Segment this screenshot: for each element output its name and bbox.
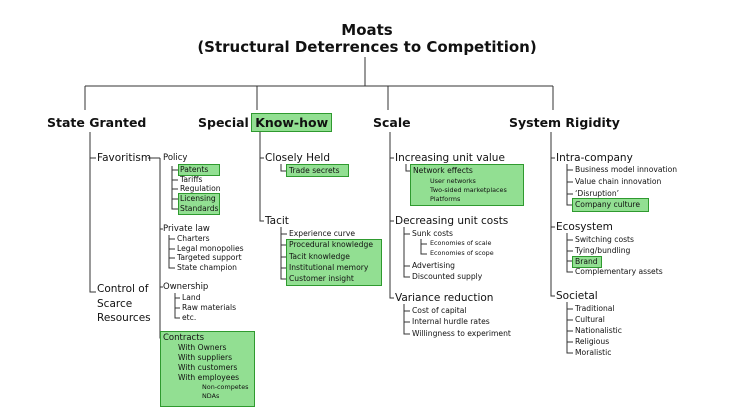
node-increasing-unit-value: Increasing unit value bbox=[395, 152, 505, 164]
node-targeted-support: Targeted support bbox=[177, 253, 242, 262]
highlight-tacit-items bbox=[286, 239, 382, 286]
node-legal-monopolies: Legal monopolies bbox=[177, 244, 244, 253]
node-ownership: Ownership bbox=[163, 282, 209, 292]
node-contracts: Contracts bbox=[163, 333, 204, 343]
node-intra-company: Intra-company bbox=[556, 152, 633, 164]
node-network-effects: Network effects bbox=[413, 166, 473, 175]
control-line-1: Control of bbox=[97, 283, 149, 295]
node-state-champion: State champion bbox=[177, 263, 237, 272]
node-value-chain-innovation: Value chain innovation bbox=[575, 177, 662, 186]
node-raw-materials: Raw materials bbox=[182, 303, 237, 312]
node-patents: Patents bbox=[180, 165, 209, 174]
header-knowhow-highlight: Know-how bbox=[251, 113, 333, 132]
node-internal-hurdle-rates: Internal hurdle rates bbox=[412, 317, 490, 326]
diagram-subtitle: (Structural Deterrences to Competition) bbox=[197, 38, 537, 56]
node-procedural-knowledge: Procedural knowledge bbox=[289, 240, 373, 249]
node-ecosystem: Ecosystem bbox=[556, 221, 613, 233]
node-tacit-knowledge: Tacit knowledge bbox=[289, 252, 350, 261]
header-special-knowhow: Special Know-how bbox=[198, 113, 333, 132]
node-disruption: ‘Disruption’ bbox=[575, 189, 620, 198]
node-moralistic: Moralistic bbox=[575, 348, 612, 357]
node-customer-insight: Customer insight bbox=[289, 274, 354, 283]
node-with-owners: With Owners bbox=[178, 343, 227, 352]
node-cost-of-capital: Cost of capital bbox=[412, 306, 467, 315]
node-land: Land bbox=[182, 293, 201, 302]
node-charters: Charters bbox=[177, 234, 210, 243]
node-business-model-innovation: Business model innovation bbox=[575, 165, 678, 174]
node-traditional: Traditional bbox=[575, 304, 615, 313]
node-control-scarce-resources: Control of Scarce Resources bbox=[97, 282, 151, 326]
node-regulation: Regulation bbox=[180, 184, 221, 193]
highlight-patents bbox=[178, 164, 220, 176]
node-user-networks: User networks bbox=[430, 177, 476, 185]
node-tacit: Tacit bbox=[265, 215, 289, 227]
node-two-sided-marketplaces: Two-sided marketplaces bbox=[430, 186, 507, 194]
node-economies-of-scope: Economies of scope bbox=[430, 249, 494, 257]
header-state-granted: State Granted bbox=[47, 115, 147, 130]
node-willingness-to-experiment: Willingness to experiment bbox=[412, 329, 511, 338]
node-variance-reduction: Variance reduction bbox=[395, 292, 494, 304]
highlight-brand bbox=[572, 256, 602, 268]
node-decreasing-unit-costs: Decreasing unit costs bbox=[395, 215, 509, 227]
node-non-competes: Non-competes bbox=[202, 383, 249, 391]
node-licensing: Licensing bbox=[180, 194, 216, 203]
highlight-contracts bbox=[160, 331, 255, 407]
node-tariffs: Tariffs bbox=[180, 175, 203, 184]
node-cultural: Cultural bbox=[575, 315, 605, 324]
node-platforms: Platforms bbox=[430, 195, 461, 203]
node-switching-costs: Switching costs bbox=[575, 235, 634, 244]
node-etc: etc. bbox=[182, 313, 197, 322]
node-religious: Religious bbox=[575, 337, 610, 346]
highlight-company-culture bbox=[572, 198, 649, 212]
header-system-rigidity: System Rigidity bbox=[509, 115, 620, 130]
node-favoritism: Favoritism bbox=[97, 152, 152, 164]
node-advertising: Advertising bbox=[412, 261, 455, 270]
header-scale: Scale bbox=[373, 115, 411, 130]
node-trade-secrets: Trade secrets bbox=[289, 166, 340, 175]
diagram-title: Moats bbox=[341, 21, 393, 39]
highlight-licensing-standards bbox=[178, 193, 220, 215]
node-with-customers: With customers bbox=[178, 363, 238, 372]
node-sunk-costs: Sunk costs bbox=[412, 229, 453, 238]
header-special-prefix: Special bbox=[198, 115, 249, 130]
highlight-network-effects bbox=[410, 164, 524, 206]
node-with-employees: With employees bbox=[178, 373, 240, 382]
node-tying-bundling: Tying/bundling bbox=[575, 246, 631, 255]
node-private-law: Private law bbox=[163, 224, 210, 234]
node-economies-of-scale: Economies of scale bbox=[430, 239, 492, 247]
node-societal: Societal bbox=[556, 290, 598, 302]
control-line-2: Scarce bbox=[97, 297, 133, 310]
node-policy: Policy bbox=[163, 153, 188, 163]
control-line-3: Resources bbox=[97, 312, 151, 324]
node-experience-curve: Experience curve bbox=[289, 229, 356, 238]
highlight-trade-secrets bbox=[286, 164, 349, 177]
node-institutional-memory: Institutional memory bbox=[289, 263, 369, 272]
node-with-suppliers: With suppliers bbox=[178, 353, 233, 362]
node-ndas: NDAs bbox=[202, 392, 220, 400]
node-company-culture: Company culture bbox=[575, 200, 641, 209]
node-discounted-supply: Discounted supply bbox=[412, 272, 483, 281]
node-nationalistic: Nationalistic bbox=[575, 326, 622, 335]
node-closely-held: Closely Held bbox=[265, 152, 331, 164]
node-brand: Brand bbox=[575, 257, 598, 266]
node-complementary-assets: Complementary assets bbox=[575, 267, 663, 276]
node-standards: Standards bbox=[180, 204, 219, 213]
